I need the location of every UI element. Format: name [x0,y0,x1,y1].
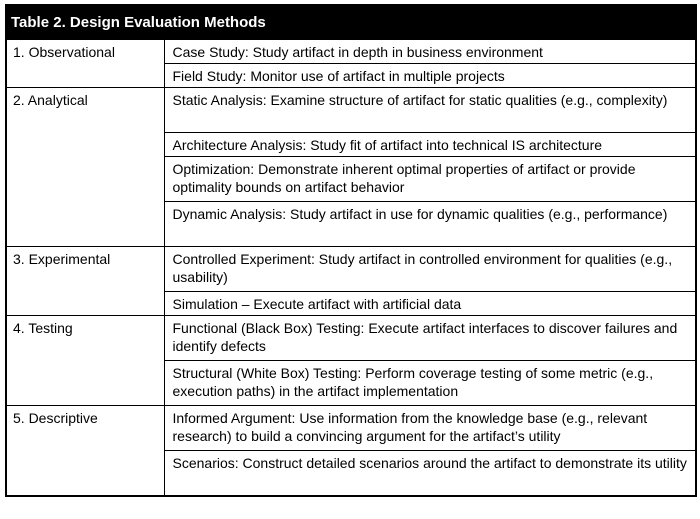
table-row: 3. Experimental Controlled Experiment: S… [5,246,697,316]
method-dynamic-analysis: Dynamic Analysis: Study artifact in use … [163,201,697,247]
category-descriptive: 5. Descriptive [5,405,165,497]
method-scenarios: Scenarios: Construct detailed scenarios … [163,450,697,497]
table-title: Table 2. Design Evaluation Methods [6,5,697,40]
method-field-study: Field Study: Monitor use of artifact in … [163,63,697,88]
method-static-analysis: Static Analysis: Examine structure of ar… [163,87,697,133]
method-simulation: Simulation – Execute artifact with artif… [163,291,697,316]
table-row: 5. Descriptive Informed Argument: Use in… [5,405,697,497]
category-observational: 1. Observational [5,39,165,88]
table-row: 4. Testing Functional (Black Box) Testin… [5,315,697,406]
category-experimental: 3. Experimental [5,246,165,316]
table-title-row: Table 2. Design Evaluation Methods [6,5,697,40]
table-row: 1. Observational Case Study: Study artif… [5,39,697,88]
category-analytical: 2. Analytical [5,87,165,247]
method-architecture-analysis: Architecture Analysis: Study fit of arti… [163,132,697,157]
table-row: Dynamic Analysis: Study artifact in use … [6,201,697,247]
method-case-study: Case Study: Study artifact in depth in b… [163,39,697,64]
table-row: 2. Analytical Static Analysis: Examine s… [5,87,697,247]
method-optimization: Optimization: Demonstrate inherent optim… [163,156,697,202]
table-row: Architecture Analysis: Study fit of arti… [6,132,697,157]
method-informed-argument: Informed Argument: Use information from … [163,405,697,451]
design-evaluation-methods-table: Table 2. Design Evaluation Methods 1. Ob… [5,4,698,497]
method-controlled-experiment: Controlled Experiment: Study artifact in… [163,246,697,292]
table-row: Scenarios: Construct detailed scenarios … [6,450,697,497]
table-row: Field Study: Monitor use of artifact in … [6,63,697,88]
method-structural-testing: Structural (White Box) Testing: Perform … [163,360,697,406]
table-row: Structural (White Box) Testing: Perform … [6,360,697,406]
category-testing: 4. Testing [5,315,165,406]
method-functional-testing: Functional (Black Box) Testing: Execute … [163,315,697,361]
